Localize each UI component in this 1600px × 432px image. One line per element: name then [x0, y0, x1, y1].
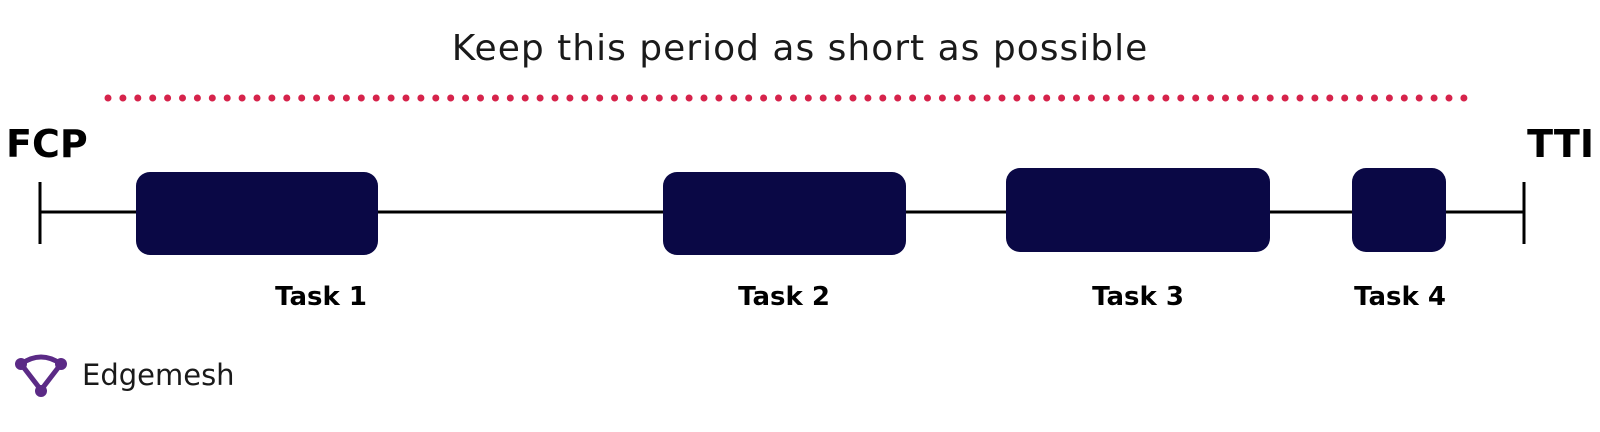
task-label-3: Task 3	[1092, 282, 1184, 312]
task-block-1	[136, 172, 378, 255]
tti-label: TTI	[1527, 122, 1594, 166]
brand-name: Edgemesh	[82, 358, 235, 392]
fcp-label: FCP	[6, 122, 88, 166]
task-block-4	[1352, 168, 1446, 252]
task-label-1: Task 1	[275, 282, 367, 312]
task-label-4: Task 4	[1354, 282, 1446, 312]
headline: Keep this period as short as possible	[451, 28, 1149, 69]
brand-logo: Edgemesh	[14, 352, 235, 398]
task-block-2	[663, 172, 906, 255]
task-label-2: Task 2	[738, 282, 830, 312]
task-block-3	[1006, 168, 1270, 252]
edgemesh-logo-icon	[15, 354, 67, 397]
